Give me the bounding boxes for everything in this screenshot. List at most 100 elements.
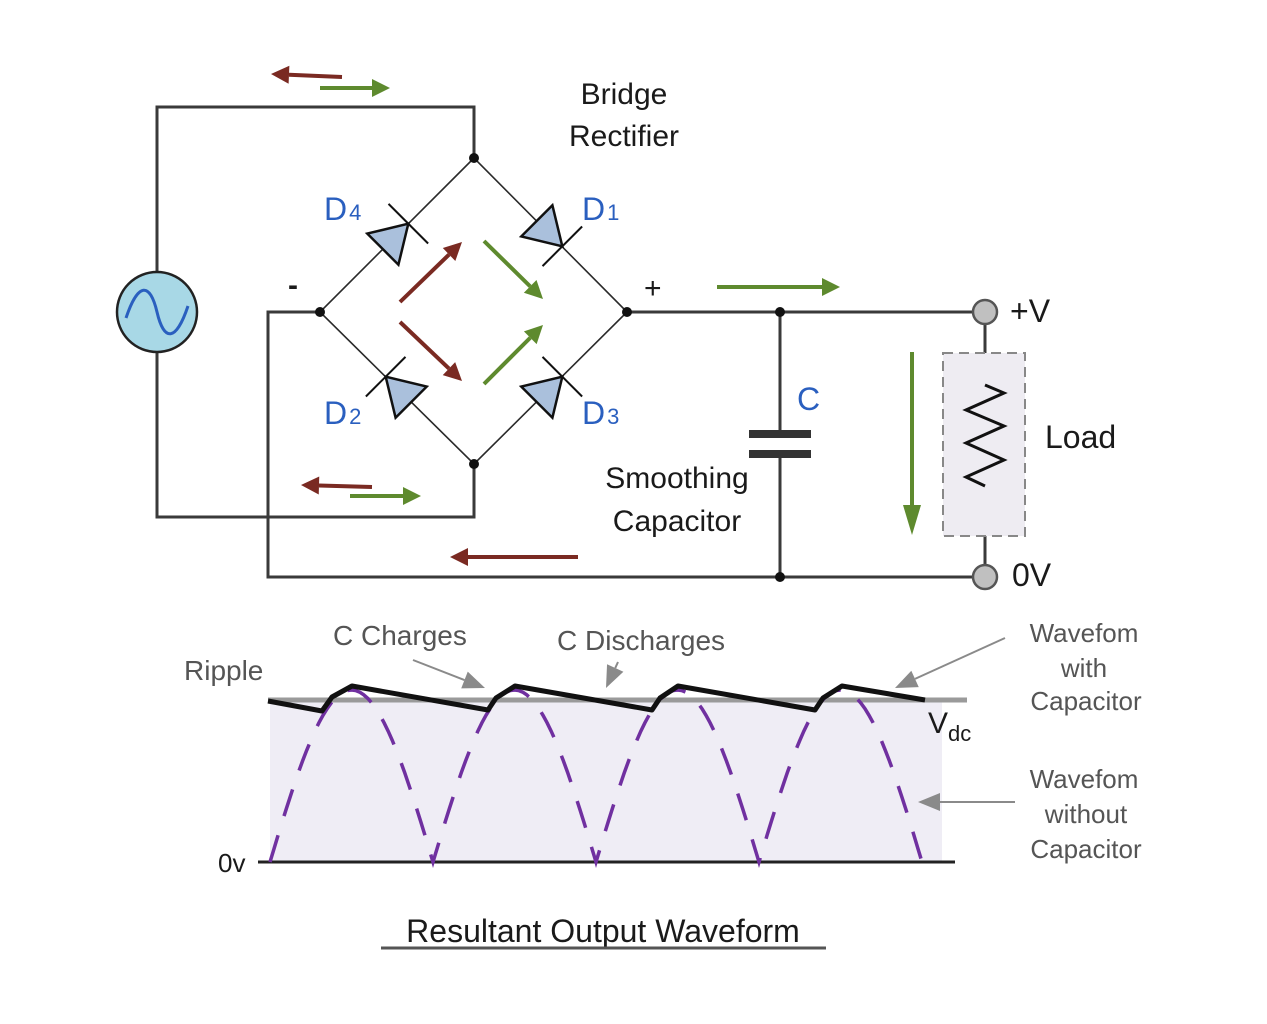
pointer-c-discharges bbox=[606, 661, 624, 688]
arrow-shaft bbox=[398, 320, 451, 371]
arrow-head bbox=[450, 548, 468, 566]
pointer-shaft bbox=[412, 659, 465, 681]
arrow-head bbox=[442, 362, 462, 381]
diode-label-d3: D3 bbox=[582, 395, 619, 431]
arrow-head bbox=[442, 242, 462, 261]
capacitor-icon bbox=[749, 430, 811, 458]
wire-source-top bbox=[155, 105, 476, 272]
arrow-shaft bbox=[398, 253, 451, 304]
arrow-head bbox=[372, 79, 390, 97]
arrow-red-bottom-left bbox=[301, 476, 373, 495]
pointer-without-capacitor bbox=[918, 793, 1015, 811]
diode-cathode-bar bbox=[541, 356, 583, 398]
diode-triangle bbox=[364, 221, 411, 268]
diode-triangle bbox=[518, 202, 565, 249]
wire-source-bottom bbox=[155, 352, 476, 519]
load-label: Load bbox=[1045, 419, 1116, 455]
c-charges-label: C Charges bbox=[333, 620, 467, 651]
waveform-with-capacitor bbox=[267, 683, 926, 714]
load-box bbox=[942, 352, 1026, 537]
pointer-head bbox=[461, 671, 485, 689]
waveform-without-capacitor bbox=[268, 688, 924, 869]
arrow-red-top-left bbox=[271, 65, 343, 84]
plus-label: + bbox=[644, 272, 662, 305]
pointer-head bbox=[606, 664, 624, 688]
with-cap-line-2: with bbox=[1060, 653, 1107, 683]
diode-d1-icon bbox=[518, 202, 583, 267]
load-resistor bbox=[942, 352, 1026, 537]
diode-cathode-bar bbox=[387, 203, 429, 245]
arrow-red-inner-upper bbox=[398, 242, 462, 304]
junction-cap-top bbox=[775, 307, 785, 317]
junction-cap-bottom bbox=[775, 572, 785, 582]
arrow-head bbox=[903, 505, 921, 535]
capacitor-caption-line-1: Smoothing bbox=[605, 462, 748, 495]
wire-negative-return bbox=[266, 310, 985, 579]
diodes bbox=[364, 202, 583, 421]
arrow-red-return bbox=[450, 548, 578, 566]
arrow-green-load bbox=[903, 352, 921, 535]
arrow-shaft bbox=[288, 72, 343, 79]
diode-label-d4: D4 bbox=[324, 191, 361, 227]
resistor-icon bbox=[962, 383, 1008, 488]
terminal-positive bbox=[971, 298, 999, 326]
dashed-rectified-wave bbox=[268, 688, 924, 869]
arrow-head bbox=[822, 278, 840, 296]
arrow-head bbox=[523, 279, 543, 299]
current-flow-arrows bbox=[271, 65, 921, 566]
with-capacitor-label: Wavefom with Capacitor bbox=[1030, 618, 1142, 716]
arrow-head bbox=[301, 476, 320, 495]
pointer-c-charges bbox=[412, 659, 485, 689]
arrow-shaft bbox=[482, 336, 532, 386]
diode-labels: D4 D1 D2 D3 bbox=[324, 191, 619, 431]
waveform-title: Resultant Output Waveform bbox=[406, 913, 800, 949]
pointer-head bbox=[895, 670, 919, 688]
pointer-shaft bbox=[614, 661, 619, 669]
diode-d4-icon bbox=[364, 203, 429, 268]
without-capacitor-label: Wavefom without Capacitor bbox=[1030, 764, 1142, 864]
junction-dots bbox=[315, 153, 785, 582]
pointer-with-capacitor bbox=[895, 637, 1006, 688]
c-discharges-label: C Discharges bbox=[557, 625, 725, 656]
arrow-green-top-right bbox=[320, 79, 390, 97]
terminal-zero-label: 0V bbox=[1012, 557, 1052, 593]
pointer-shaft bbox=[914, 637, 1006, 680]
zero-volt-label: 0v bbox=[218, 848, 245, 878]
junction-left bbox=[315, 307, 325, 317]
with-cap-line-1: Wavefom bbox=[1030, 618, 1139, 648]
vdc-label: Vdc bbox=[928, 707, 971, 746]
ac-source-icon bbox=[115, 270, 199, 354]
diode-triangle bbox=[383, 374, 430, 421]
with-cap-line-3: Capacitor bbox=[1030, 686, 1142, 716]
arrow-head bbox=[523, 325, 543, 345]
capacitor-label: C bbox=[797, 381, 820, 417]
junction-top bbox=[469, 153, 479, 163]
title-line-1: Bridge bbox=[581, 78, 668, 111]
ripple-label: Ripple bbox=[184, 655, 263, 686]
arrow-green-inner-lower bbox=[482, 325, 543, 386]
title-line-2: Rectifier bbox=[569, 120, 679, 153]
terminal-positive-label: +V bbox=[1010, 293, 1051, 329]
capacitor-caption-line-2: Capacitor bbox=[613, 505, 741, 538]
pointer-head bbox=[918, 793, 940, 811]
diode-label-d2: D2 bbox=[324, 395, 361, 431]
diode-cathode-bar bbox=[365, 356, 407, 398]
junction-bottom bbox=[469, 459, 479, 469]
waveform-background bbox=[270, 700, 942, 862]
diode-d2-icon bbox=[365, 356, 430, 421]
without-cap-line-2: without bbox=[1044, 799, 1128, 829]
terminal-zero bbox=[971, 563, 999, 591]
minus-label: - bbox=[288, 269, 298, 302]
annotation-pointers bbox=[412, 637, 1015, 811]
arrow-shaft bbox=[318, 483, 373, 489]
without-cap-line-3: Capacitor bbox=[1030, 834, 1142, 864]
without-cap-line-1: Wavefom bbox=[1030, 764, 1139, 794]
arrow-shaft bbox=[482, 239, 532, 288]
circuit-wires bbox=[155, 105, 987, 579]
diode-cathode-bar bbox=[541, 225, 583, 267]
arrow-green-output bbox=[717, 278, 840, 296]
arrow-green-inner-upper bbox=[482, 239, 543, 299]
waveform-graph bbox=[258, 683, 967, 869]
diode-d3-icon bbox=[518, 356, 583, 421]
